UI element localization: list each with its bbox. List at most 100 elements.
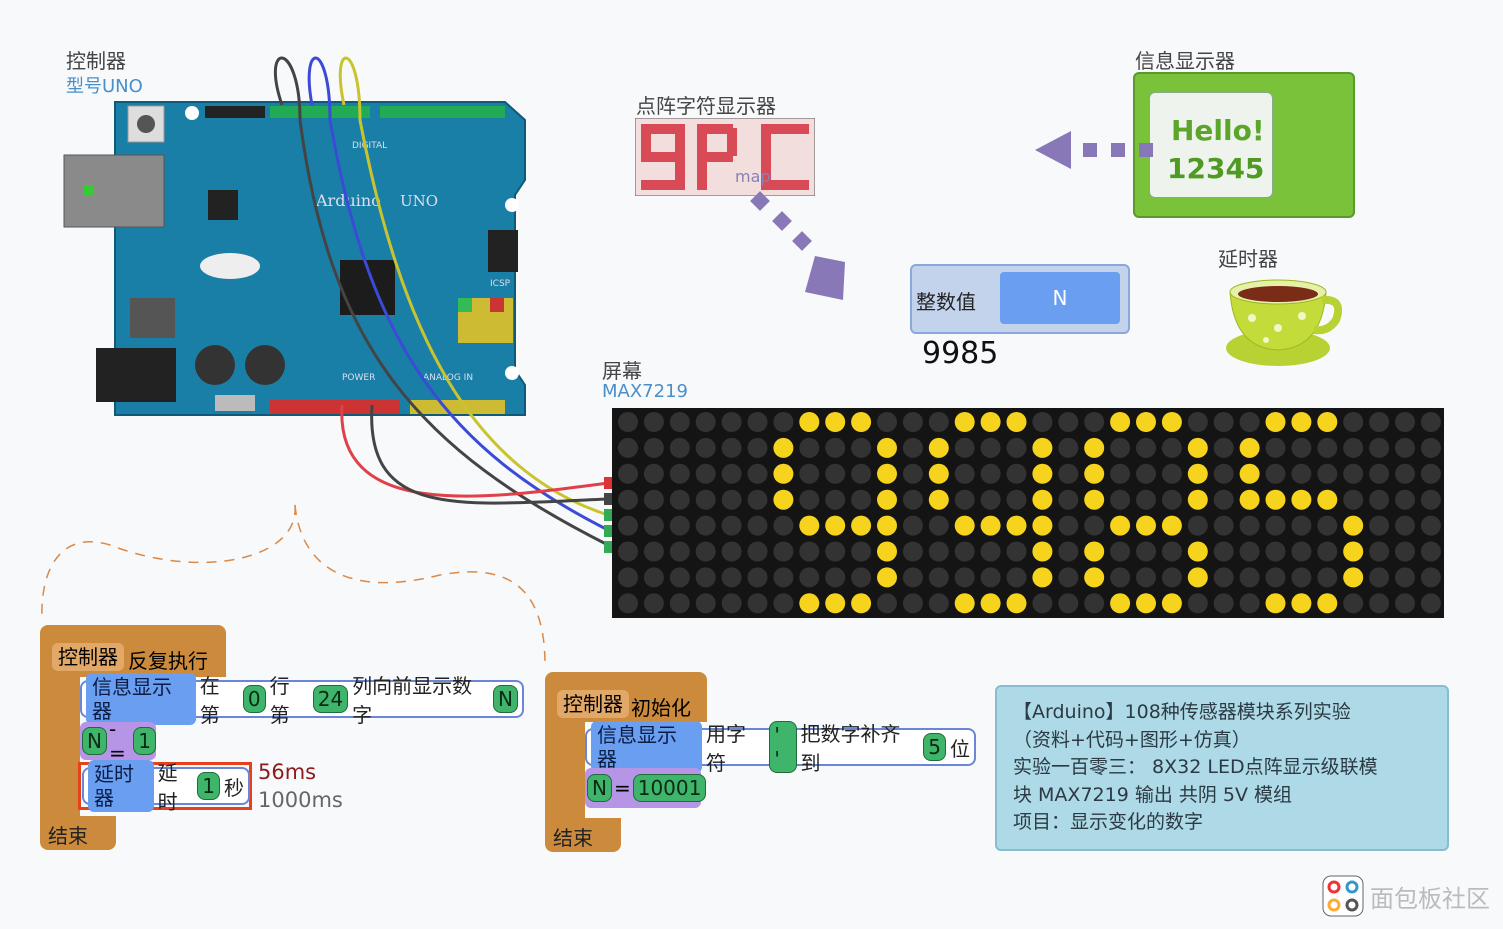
led-off (1136, 489, 1156, 510)
led-off (643, 515, 664, 536)
led-off (1213, 412, 1234, 432)
led-off (721, 489, 742, 510)
led-off (669, 489, 690, 510)
led-off (695, 567, 716, 588)
pad-length-input[interactable]: 5 (923, 733, 946, 761)
led-off (1213, 437, 1234, 458)
col-input[interactable]: 24 (312, 685, 349, 713)
led-off (643, 567, 664, 588)
led-on (1084, 463, 1105, 484)
led-on (1161, 412, 1182, 432)
led-on (1032, 515, 1053, 536)
led-off (1084, 412, 1105, 432)
led-off (618, 567, 638, 588)
led-off (1058, 515, 1079, 536)
led-off (877, 593, 897, 614)
loop-body-bar (40, 675, 80, 820)
led-off (1420, 463, 1441, 484)
led-off (1110, 463, 1131, 484)
led-off (928, 412, 949, 432)
loop-delay-row[interactable]: 延时器 延时 1 秒 (82, 760, 250, 814)
led-off (1110, 437, 1131, 458)
led-off (773, 412, 794, 432)
decrement-var[interactable]: N (82, 727, 107, 755)
led-off (1369, 541, 1390, 562)
led-off (1420, 541, 1441, 562)
led-off (980, 541, 1001, 562)
led-on (1265, 489, 1286, 510)
led-off (1265, 515, 1286, 536)
led-off (669, 567, 690, 588)
led-on (877, 541, 897, 562)
led-on (1084, 437, 1105, 458)
led-off (1369, 437, 1390, 458)
arduino-board[interactable]: Arduino UNO DIGITAL ICSP POWER ANALOG IN (60, 40, 540, 430)
led-on (980, 593, 1001, 614)
watermark: 面包板社区 (1322, 875, 1490, 917)
init-hat[interactable]: 控制器 初始化 (545, 672, 707, 722)
led-on (1239, 463, 1260, 484)
led-off (1291, 463, 1312, 484)
led-off (799, 567, 820, 588)
init-pad-t2: 把数字补齐到 (800, 722, 901, 775)
matrix-char-display[interactable]: map (635, 118, 815, 196)
delay-t1: 延时 (157, 761, 178, 814)
int-value-var[interactable]: N (1000, 272, 1120, 324)
led-off (643, 463, 664, 484)
loop-decrement-row[interactable]: N -= 1 (80, 717, 156, 765)
loop-end-label: 结束 (48, 824, 88, 848)
led-off (1239, 593, 1260, 614)
controller-model: 型号UNO (66, 76, 143, 97)
delay-seconds-input[interactable]: 1 (197, 772, 220, 800)
led-off (1110, 489, 1131, 510)
init-assign-row[interactable]: N = 10001 (585, 768, 707, 808)
led-off (1420, 593, 1441, 614)
led-matrix-screen[interactable] (612, 408, 1444, 618)
led-off (1032, 412, 1053, 432)
board-analog-label: ANALOG IN (423, 373, 473, 383)
led-off (851, 437, 872, 458)
led-off (1317, 541, 1338, 562)
led-off (1395, 489, 1415, 510)
pad-char-input[interactable]: ' ' (769, 721, 797, 773)
led-on (1317, 593, 1338, 614)
led-off (1343, 412, 1364, 432)
init-pad-row[interactable]: 信息显示器 用字符 ' ' 把数字补齐到 5 位 (585, 721, 976, 775)
teacup-icon[interactable] (1222, 270, 1342, 370)
led-off (1369, 593, 1390, 614)
led-on (1136, 515, 1156, 536)
led-off (851, 489, 872, 510)
led-on (1161, 593, 1182, 614)
map-label: map (735, 167, 771, 186)
assign-var[interactable]: N (587, 774, 612, 802)
info-display-device[interactable]: Hello! 12345 (1133, 72, 1355, 218)
assign-val[interactable]: 10001 (632, 774, 707, 802)
loop-display-row[interactable]: 信息显示器 在第 0 行第 24 列向前显示数字 N (80, 673, 524, 727)
arrow-left-icon (1035, 131, 1153, 169)
led-off (1058, 463, 1079, 484)
init-body-bar (545, 720, 585, 822)
led-on (1265, 412, 1286, 432)
number-var-input[interactable]: N (493, 685, 519, 713)
led-off (618, 412, 638, 432)
led-off (747, 489, 768, 510)
led-on (1187, 541, 1208, 562)
row-input[interactable]: 0 (242, 685, 266, 713)
led-off (1291, 567, 1312, 588)
decrement-val[interactable]: 1 (133, 727, 156, 755)
int-value-block[interactable]: 整数值 N (910, 264, 1130, 334)
led-off (747, 515, 768, 536)
led-on (877, 437, 897, 458)
led-on (980, 412, 1001, 432)
info-line-2: （资料+代码+图形+仿真） (1013, 728, 1251, 751)
led-off (1213, 567, 1234, 588)
led-on (954, 412, 975, 432)
led-off (825, 437, 846, 458)
led-off (1161, 489, 1182, 510)
led-off (1110, 567, 1131, 588)
loop-hat[interactable]: 控制器 反复执行 (40, 625, 226, 677)
led-off (1084, 515, 1105, 536)
led-off (902, 567, 923, 588)
led-off (773, 567, 794, 588)
led-off (902, 437, 923, 458)
